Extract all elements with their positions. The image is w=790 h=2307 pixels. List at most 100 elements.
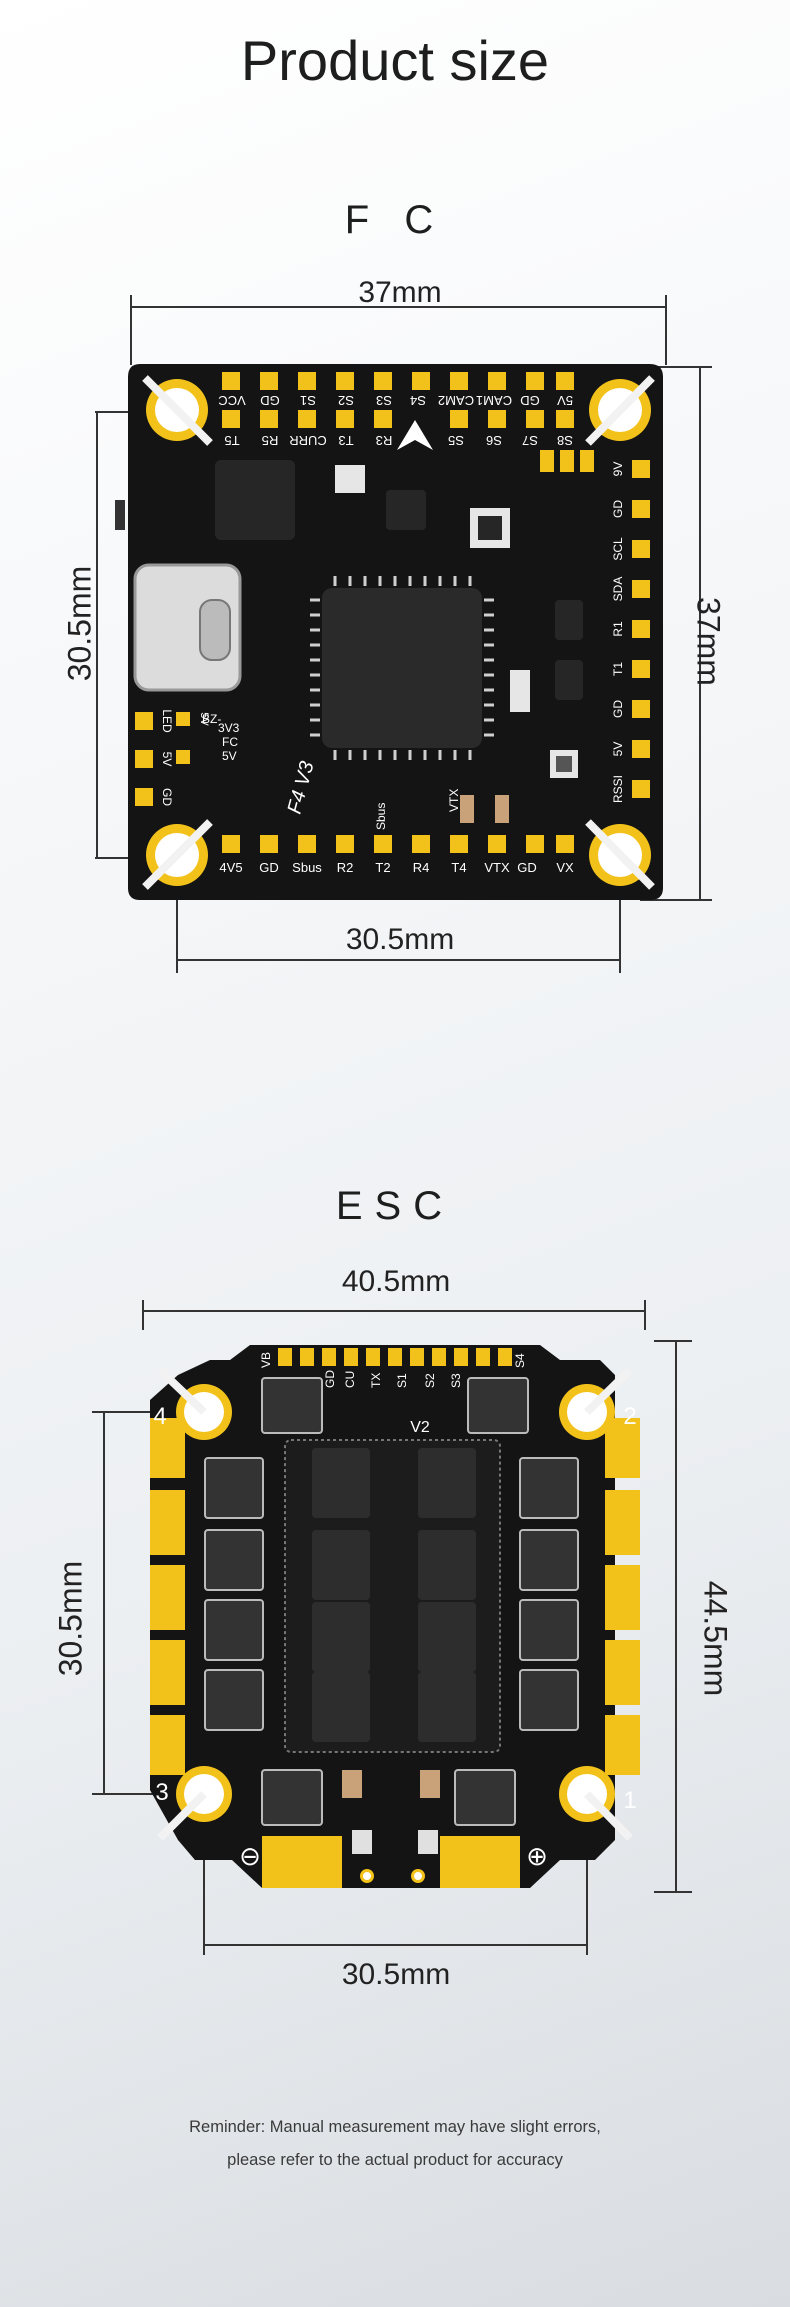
fc-pad-label: S1 <box>300 393 316 408</box>
fc-section-title: F C <box>344 198 446 242</box>
fc-pad-label: VTX <box>447 789 461 812</box>
fc-pad-label: CAM1 <box>476 393 512 408</box>
esc-height-label: 44.5mm <box>697 1580 734 1697</box>
fc-pad-label: VX <box>556 860 574 875</box>
fc-pad-label: 9V <box>611 462 625 477</box>
fc-pad-label: VTX <box>484 860 510 875</box>
esc-pad-label: TX <box>369 1373 383 1388</box>
fc-pad-label: S2 <box>338 393 354 408</box>
fc-pad-label: GD <box>259 860 279 875</box>
fc-silk-label: 5V <box>222 749 237 763</box>
fc-pad-label: GD <box>160 788 174 806</box>
fc-pad-label: GD <box>260 393 280 408</box>
fc-silk-label: FC <box>222 735 238 749</box>
esc-pad-label: S2 <box>423 1373 437 1388</box>
esc-mosfets <box>204 1377 579 1826</box>
fc-pad-label: T2 <box>375 860 390 875</box>
esc-mount-v-label: 30.5mm <box>52 1560 89 1677</box>
fc-pad-label: GD <box>520 393 540 408</box>
fc-pad-label: SDA <box>611 577 625 602</box>
fc-pad-label: S4 <box>410 393 426 408</box>
fc-mcu <box>310 576 494 760</box>
esc-version-label: V2 <box>410 1419 430 1436</box>
fc-pad-label: T5 <box>224 433 239 448</box>
fc-silk-label: 3V3 <box>218 721 240 735</box>
fc-pad-label: GD <box>517 860 537 875</box>
fc-silk-label: BZ- <box>202 712 221 726</box>
esc-dimension-lines <box>92 1300 692 1955</box>
fc-pad-label: R5 <box>262 433 279 448</box>
fc-top-pad-labels: VCC GD S1 S2 S3 S4 CAM2 CAM1 GD 5V <box>218 393 573 408</box>
esc-corner-number: 4 <box>153 1403 166 1430</box>
esc-positive-terminal-icon: ⊕ <box>526 1841 548 1871</box>
fc-right-pad-labels: 9V GD SCL SDA R1 T1 GD 5V RSSI <box>611 462 625 803</box>
fc-height-label: 37mm <box>690 597 727 686</box>
esc-corner-number: 1 <box>623 1787 636 1814</box>
esc-bottom-holes <box>360 1869 425 1883</box>
esc-negative-terminal-icon: ⊖ <box>239 1841 261 1871</box>
esc-mount-holes <box>157 1367 633 1841</box>
fc-pad-label: GD <box>611 700 625 718</box>
fc-pad-label: T3 <box>338 433 353 448</box>
fc-pad-label: 4V5 <box>219 860 242 875</box>
esc-top-pads <box>278 1348 512 1366</box>
fc-pad-label: T4 <box>451 860 466 875</box>
fc-pad-label: Sbus <box>374 803 388 830</box>
reminder-line-2: please refer to the actual product for a… <box>227 2151 563 2169</box>
fc-top-pads <box>222 372 594 472</box>
fc-left-pad-labels: LED 5V GD 5V <box>160 709 210 806</box>
esc-side-pads <box>150 1418 640 1888</box>
esc-pad-label: GD <box>323 1370 337 1388</box>
fc-board <box>115 364 663 900</box>
esc-pad-label: S3 <box>449 1373 463 1388</box>
fc-pad-label: S6 <box>486 433 502 448</box>
fc-pad-label: 5V <box>198 712 210 726</box>
esc-pad-label: VB <box>259 1352 273 1368</box>
fc-pad-label: T1 <box>611 662 625 676</box>
fc-bottom-pads <box>222 835 574 853</box>
fc-mount-v-label: 30.5mm <box>61 565 98 682</box>
fc-pad-label: S7 <box>522 433 538 448</box>
reminder-line-1: Reminder: Manual measurement may have sl… <box>189 2118 601 2136</box>
esc-corner-number: 3 <box>155 1779 168 1806</box>
fc-small-chips <box>215 460 583 823</box>
fc-pad-label: Sbus <box>292 860 322 875</box>
fc-pad-label: R4 <box>413 860 430 875</box>
fc-left-pads <box>135 712 190 806</box>
fc-left-silkscreen-labels: BZ- 3V3 FC 5V <box>202 712 240 763</box>
fc-pad-label: R1 <box>611 621 625 637</box>
esc-width-label: 40.5mm <box>341 1265 451 1298</box>
fc-mount-h-label: 30.5mm <box>345 923 455 956</box>
fc-width-label: 37mm <box>358 276 442 309</box>
fc-pad-label: RSSI <box>611 775 625 803</box>
esc-pad-label: CU <box>343 1371 357 1388</box>
fc-pad-label: CURR <box>289 433 327 448</box>
fc-bottom-pad-labels: 4V5 GD Sbus R2 T2 R4 T4 VTX GD VX Sbus V… <box>219 789 574 875</box>
fc-pad-label: CAM2 <box>438 393 474 408</box>
fc-pad-label: VCC <box>218 393 245 408</box>
fc-mount-holes <box>142 375 655 890</box>
esc-mount-h-label: 30.5mm <box>341 1958 451 1991</box>
fc-pad-label: LED <box>160 709 174 733</box>
fc-pad-label: SCL <box>611 537 625 561</box>
fc-pad-label: S5 <box>448 433 464 448</box>
fc-pad-label: S8 <box>557 433 573 448</box>
fc-top-inner-pad-labels: T5 R5 CURR T3 R3 S5 S6 S7 S8 <box>224 433 573 448</box>
esc-corner-numbers: 4 2 3 1 <box>153 1403 636 1814</box>
esc-board <box>150 1345 640 1888</box>
esc-diagram: VB GD CU TX S1 S2 S3 S4 V2 4 2 3 1 ⊖ ⊕ <box>92 1300 692 1955</box>
esc-pad-label: S4 <box>513 1353 527 1368</box>
esc-capacitors <box>342 1770 440 1854</box>
fc-pad-label: 5V <box>160 752 174 767</box>
fc-logo-icon <box>397 420 433 450</box>
fc-right-pads <box>632 460 650 798</box>
esc-top-pad-labels: VB GD CU TX S1 S2 S3 S4 <box>259 1352 527 1388</box>
page-title: Product size <box>240 29 550 92</box>
fc-diagram: VCC GD S1 S2 S3 S4 CAM2 CAM1 GD 5V T5 R5… <box>95 295 712 973</box>
fc-pad-label: GD <box>611 500 625 518</box>
fc-pad-label: 5V <box>557 393 573 408</box>
fc-usb-connector <box>115 500 242 692</box>
esc-corner-number: 2 <box>623 1403 636 1430</box>
fc-pad-label: R2 <box>337 860 354 875</box>
fc-pad-label: 5V <box>611 742 625 757</box>
